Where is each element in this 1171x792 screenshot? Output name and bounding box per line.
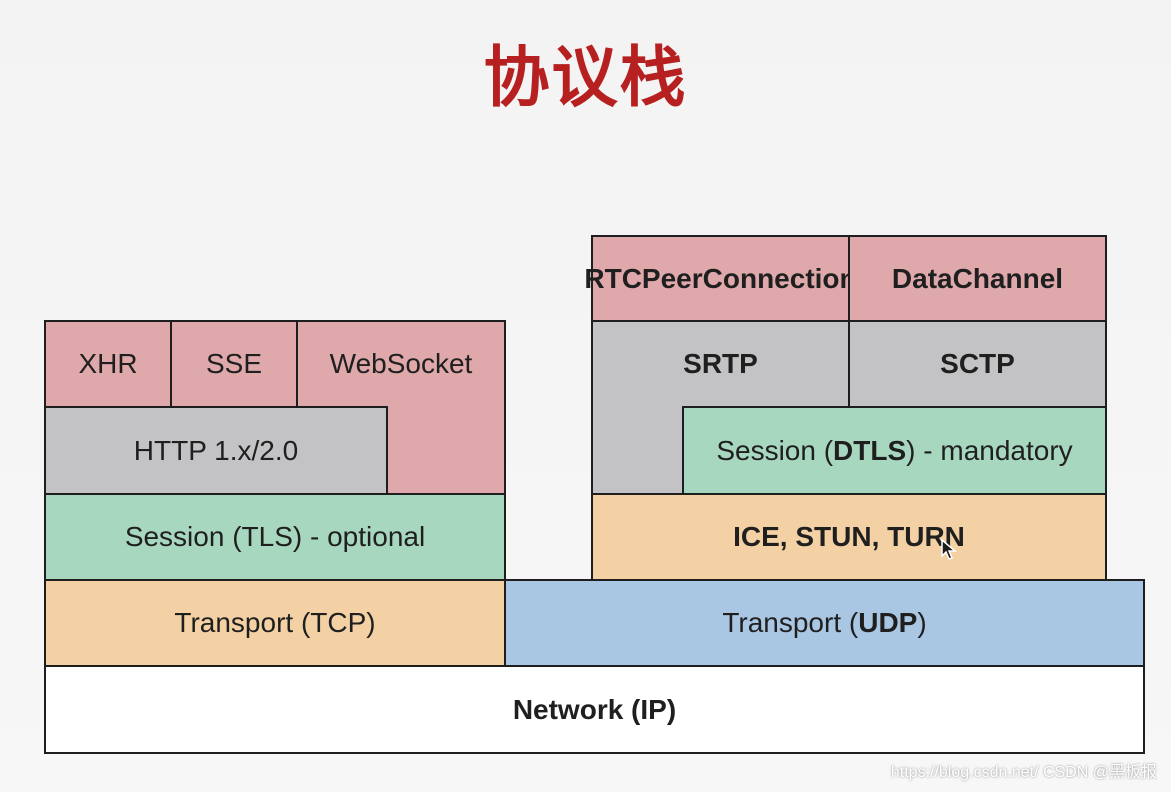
tcp-transport-layer: Transport (TCP)	[44, 579, 506, 667]
websocket-layer-extension	[384, 406, 506, 495]
source-watermark: https://blog.csdn.net/ CSDN @黑板报	[890, 764, 1157, 781]
mouse-cursor-icon	[941, 539, 957, 560]
tcp-transport-prefix: Transport (	[174, 607, 311, 638]
xhr-layer: XHR	[44, 320, 172, 408]
srtp-joint-cover	[593, 404, 682, 408]
udp-transport-prefix: Transport (	[722, 607, 859, 638]
dtls-session-protocol: DTLS	[833, 434, 907, 466]
websocket-layer: WebSocket	[296, 320, 506, 408]
udp-transport-protocol: UDP	[858, 607, 918, 638]
network-layer: Network (IP)	[44, 665, 1145, 754]
tcp-transport-suffix: )	[366, 607, 376, 638]
websocket-joint-cover	[386, 404, 504, 408]
datachannel-layer: DataChannel	[848, 235, 1107, 322]
dtls-session-prefix: Session (	[716, 434, 834, 466]
udp-transport-layer: Transport (UDP)	[504, 579, 1145, 667]
udp-transport-suffix: )	[917, 607, 927, 638]
sctp-layer: SCTP	[848, 320, 1107, 408]
tcp-transport-protocol: TCP	[310, 607, 367, 638]
dtls-session-layer: Session (DTLS) - mandatory	[682, 406, 1107, 495]
srtp-layer: SRTP	[591, 320, 850, 408]
dtls-session-suffix: ) - mandatory	[906, 434, 1073, 466]
tls-session-suffix: ) - optional	[292, 521, 426, 552]
http-layer: HTTP 1.x/2.0	[44, 406, 388, 495]
tls-session-layer: Session (TLS) - optional	[44, 493, 506, 581]
tls-session-protocol: TLS	[241, 521, 293, 552]
tls-session-prefix: Session (	[124, 521, 242, 552]
page-title: 协议栈	[483, 39, 688, 116]
rtcpeerconnection-layer: RTCPeerConnection	[584, 235, 857, 322]
ice-stun-turn-layer: ICE, STUN, TURN	[591, 493, 1107, 581]
srtp-layer-extension	[591, 406, 684, 495]
sse-layer: SSE	[170, 320, 298, 408]
